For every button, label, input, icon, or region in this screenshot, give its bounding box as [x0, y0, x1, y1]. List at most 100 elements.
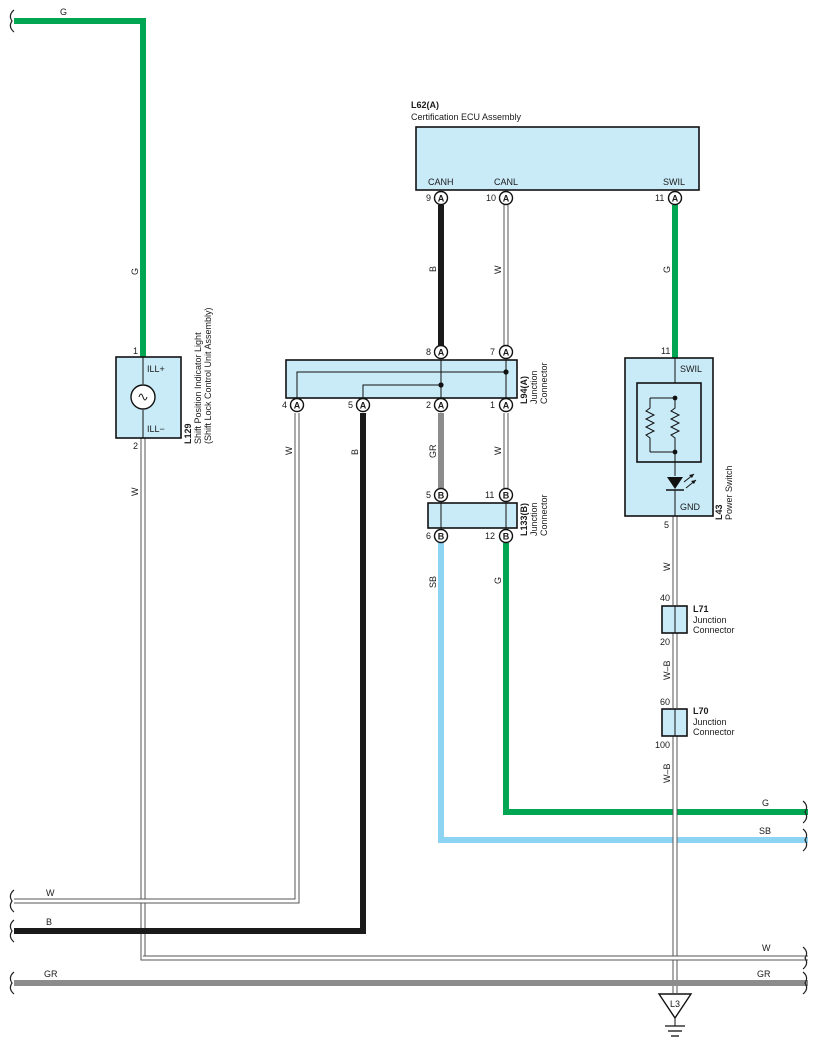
wire-label: W–B	[662, 660, 672, 680]
wire-label: B	[428, 266, 438, 272]
pin-num: 5	[348, 400, 353, 410]
wire-label: SB	[428, 576, 438, 588]
ground-id: L3	[670, 999, 680, 1009]
wire-sb-l133-6	[438, 543, 808, 843]
l71-name2: Connector	[693, 625, 735, 635]
wire-label: GR	[428, 444, 438, 458]
l70-name1: Junction	[693, 717, 727, 727]
l129-pin-ill-plus: ILL+	[147, 364, 165, 374]
svg-text:B: B	[503, 490, 510, 500]
wire-label: G	[493, 577, 503, 584]
svg-text:A: A	[360, 400, 367, 410]
wire-label: W–B	[662, 763, 672, 783]
wire-label: SB	[759, 826, 771, 836]
component-l133: L133(B) Junction Connector	[427, 494, 549, 536]
pin-marker-l62-10: A	[498, 190, 514, 206]
pin-numbers: 9 10 11 8 7 4 5 2 1 5 11 6 12 1 2 11 5 4…	[133, 193, 670, 750]
svg-text:A: A	[503, 193, 510, 203]
pin-num: 2	[426, 400, 431, 410]
l70-id: L70	[693, 706, 709, 716]
svg-text:A: A	[672, 193, 679, 203]
pin-num: 1	[490, 400, 495, 410]
wire-label: W	[46, 888, 55, 898]
wire-g-top	[14, 18, 146, 357]
wire-label: W	[493, 446, 503, 455]
pin-num: 1	[133, 346, 138, 356]
pin-num: 11	[661, 346, 670, 356]
l94-name1: Junction	[529, 370, 539, 404]
l129-id: L129	[183, 423, 193, 444]
wire-label: W	[284, 446, 294, 455]
pin-num: 10	[486, 193, 496, 203]
l129-name2: (Shift Lock Control Unit Assembly)	[203, 307, 213, 444]
wire-labels: G G W B W G W B GR W SB G W W–B W–B G SB…	[44, 7, 771, 979]
pin-marker-l94-8: A	[433, 344, 449, 360]
component-l94: L94(A) Junction Connector	[285, 359, 549, 404]
l94-id: L94(A)	[519, 376, 529, 404]
svg-text:A: A	[438, 400, 445, 410]
pin-marker-l133-11: B	[498, 487, 514, 503]
l62-pin-canh-label: CANH	[428, 177, 454, 187]
component-l129: ILL+ ILL− L129 Shift Position Indicator …	[115, 307, 213, 444]
l62-pin-swil-label: SWIL	[663, 177, 685, 187]
ground-l3: L3	[657, 993, 693, 1037]
wire-b-l94-5	[14, 413, 366, 934]
l94-name2: Connector	[539, 362, 549, 404]
l43-pin-swil: SWIL	[680, 364, 702, 374]
pin-marker-l94-1: A	[498, 397, 514, 413]
svg-text:A: A	[294, 400, 301, 410]
l129-name1: Shift Position Indicator Light	[193, 332, 203, 444]
wire-w-l94-4	[14, 413, 300, 904]
pin-marker-l133-6: B	[433, 528, 449, 544]
pin-num: 20	[660, 637, 670, 647]
l43-name: Power Switch	[724, 465, 734, 520]
pin-marker-l94-4: A	[289, 397, 305, 413]
l71-name1: Junction	[693, 615, 727, 625]
l133-id: L133(B)	[519, 503, 529, 536]
wires	[14, 18, 808, 993]
pin-num: 40	[660, 593, 670, 603]
pin-num: 2	[133, 441, 138, 451]
pin-marker-l133-5: B	[433, 487, 449, 503]
wire-label: W	[130, 487, 140, 496]
pin-num: 7	[490, 347, 495, 357]
pin-num: 11	[655, 193, 664, 203]
pin-marker-l94-5: A	[355, 397, 371, 413]
l43-id: L43	[714, 504, 724, 520]
pin-num: 9	[426, 193, 431, 203]
pin-marker-l94-7: A	[498, 344, 514, 360]
pin-num: 4	[282, 400, 287, 410]
pin-num: 6	[426, 531, 431, 541]
component-l70: L70 Junction Connector	[661, 706, 735, 737]
wire-label: W	[662, 562, 672, 571]
pin-marker-l94-2: A	[433, 397, 449, 413]
l71-id: L71	[693, 604, 709, 614]
component-l71: L71 Junction Connector	[661, 604, 735, 635]
pin-num: 11	[485, 490, 494, 500]
wire-label: G	[130, 268, 140, 275]
pin-markers: A A A A A A A A A B B B B	[289, 190, 683, 544]
svg-text:A: A	[438, 347, 445, 357]
pin-marker-l62-11: A	[667, 190, 683, 206]
l62-pin-canl-label: CANL	[494, 177, 518, 187]
wire-label: GR	[757, 969, 771, 979]
l133-name1: Junction	[529, 502, 539, 536]
wire-label: B	[46, 917, 52, 927]
wire-label: GR	[44, 969, 58, 979]
l129-pin-ill-minus: ILL−	[147, 424, 165, 434]
ground-icon	[657, 993, 693, 1020]
wire-label: W	[493, 265, 503, 274]
pin-num: 5	[426, 490, 431, 500]
pin-num: 60	[660, 697, 670, 707]
svg-text:B: B	[503, 531, 510, 541]
l133-name2: Connector	[539, 494, 549, 536]
svg-text:B: B	[438, 490, 445, 500]
l70-name2: Connector	[693, 727, 735, 737]
wire-break-marks	[9, 9, 808, 995]
l62-name: Certification ECU Assembly	[411, 112, 522, 122]
l62-id: L62(A)	[411, 100, 439, 110]
pin-marker-l62-9: A	[433, 190, 449, 206]
svg-text:B: B	[438, 531, 445, 541]
l43-pin-gnd: GND	[680, 502, 701, 512]
